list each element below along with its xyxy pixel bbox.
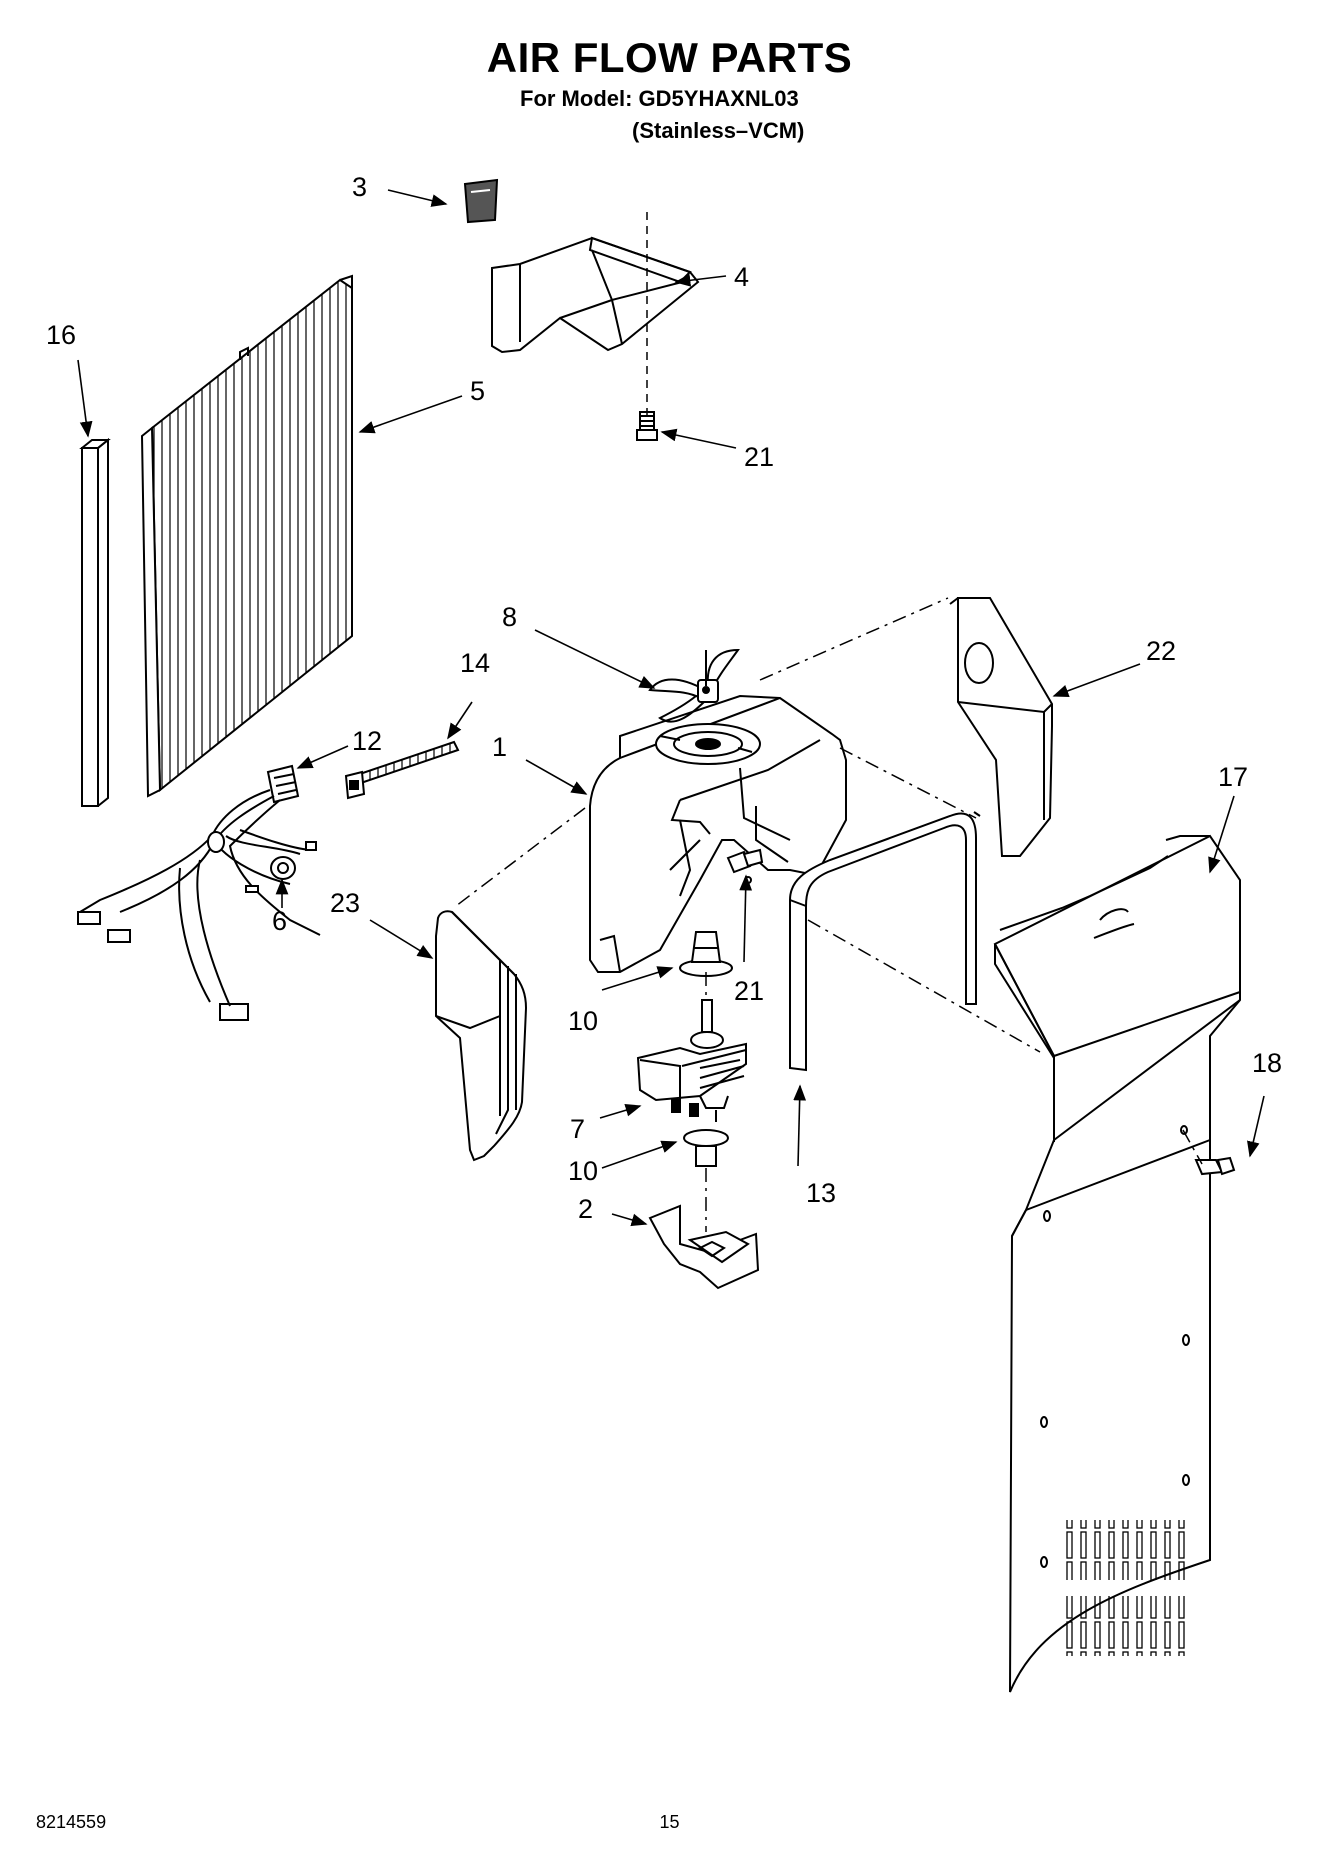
callout-6: 6 — [272, 906, 287, 936]
part-14-cable-tie — [344, 740, 460, 800]
part-3-clip — [463, 178, 499, 224]
part-17-air-duct — [993, 834, 1241, 1693]
callout-16: 16 — [46, 320, 76, 350]
doc-number: 8214559 — [36, 1812, 107, 1832]
callout-23: 23 — [330, 888, 360, 918]
part-7-fan-motor — [636, 999, 747, 1122]
part-2-motor-bracket — [648, 1204, 760, 1290]
callout-leaders — [77, 189, 1265, 1227]
model-line: For Model: GD5YHAXNL03 — [520, 86, 799, 111]
part-6-grommet — [270, 856, 296, 880]
callout-7: 7 — [570, 1114, 585, 1144]
diagram-title: AIR FLOW PARTS — [486, 34, 853, 81]
variant-line: (Stainless–VCM) — [632, 118, 805, 143]
callout-22: 22 — [1146, 636, 1176, 666]
part-23-side-duct — [435, 910, 528, 1162]
callout-labels: 3 4 5 16 21 8 14 12 1 22 17 23 6 21 10 1… — [46, 172, 1282, 1224]
page-number: 15 — [659, 1812, 680, 1832]
part-21-screw-top — [636, 411, 658, 441]
assembly-lines — [455, 597, 1203, 1232]
callout-12: 12 — [352, 726, 382, 756]
callout-10-lower: 10 — [568, 1156, 598, 1186]
callout-1: 1 — [492, 732, 507, 762]
callout-5: 5 — [470, 376, 485, 406]
callout-14: 14 — [460, 648, 490, 678]
callout-10-upper: 10 — [568, 1006, 598, 1036]
callout-17: 17 — [1218, 762, 1248, 792]
callout-18: 18 — [1252, 1048, 1282, 1078]
callout-3: 3 — [352, 172, 367, 202]
callout-21-mid: 21 — [734, 976, 764, 1006]
part-5-evaporator-cover — [140, 274, 353, 798]
part-22-side-panel — [949, 597, 1053, 857]
callout-8: 8 — [502, 602, 517, 632]
part-16-strip — [79, 437, 111, 807]
part-10-bushing-lower — [683, 1129, 729, 1167]
callout-21-top: 21 — [744, 442, 774, 472]
part-18-screw — [1194, 1156, 1236, 1176]
part-21-screw-mid — [726, 848, 764, 874]
callout-13: 13 — [806, 1178, 836, 1208]
callout-2: 2 — [578, 1194, 593, 1224]
callout-4: 4 — [734, 262, 749, 292]
part-4-bracket — [491, 212, 700, 420]
part-1-fan-shroud — [589, 694, 847, 973]
part-10-bushing-upper — [679, 931, 733, 977]
part-13-u-channel — [789, 811, 981, 1072]
part-8-fan-blade — [648, 648, 740, 723]
part-12-wire-harness — [77, 764, 321, 1021]
